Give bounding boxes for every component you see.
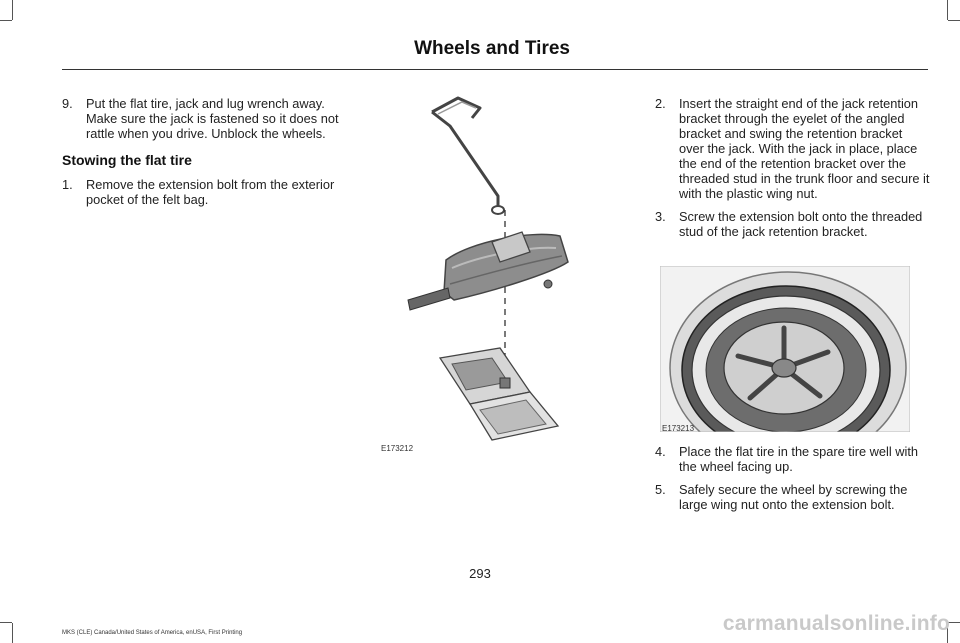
crop-mark-bottom-right-v <box>947 623 948 643</box>
jack-assembly-figure <box>380 92 635 458</box>
crop-mark-bottom-left-h <box>0 622 12 623</box>
crop-mark-top-left-h <box>0 20 12 21</box>
item-text: Place the flat tire in the spare tire we… <box>679 444 918 474</box>
footer-text: MKS (CLE) Canada/United States of Americ… <box>62 630 243 636</box>
spare-tire-figure <box>659 265 911 465</box>
item-text: Insert the straight end of the jack rete… <box>679 96 930 201</box>
page-number: 293 <box>469 566 491 581</box>
list-item: 4. Place the flat tire in the spare tire… <box>655 444 930 474</box>
item-number: 2. <box>655 96 666 111</box>
list-item: 5. Safely secure the wheel by screwing t… <box>655 482 930 512</box>
crop-mark-top-left-v <box>12 0 13 20</box>
list-item: 9. Put the flat tire, jack and lug wrenc… <box>62 96 342 141</box>
header-divider <box>62 69 928 70</box>
list-item: 1. Remove the extension bolt from the ex… <box>62 177 342 207</box>
item-text: Safely secure the wheel by screwing the … <box>679 482 908 512</box>
right-column-lower: 4. Place the flat tire in the spare tire… <box>655 444 930 520</box>
crop-mark-top-right-v <box>947 0 948 20</box>
item-text: Put the flat tire, jack and lug wrench a… <box>86 96 339 141</box>
item-text: Screw the extension bolt onto the thread… <box>679 209 923 239</box>
item-number: 9. <box>62 96 73 111</box>
watermark: carmanualsonline.info <box>722 612 950 635</box>
crop-mark-bottom-left-v <box>12 623 13 643</box>
jack-assembly-illustration <box>407 96 569 441</box>
crop-mark-bottom-right-h <box>948 622 960 623</box>
spare-tire-illustration <box>659 265 911 465</box>
item-number: 5. <box>655 482 666 497</box>
list-item: 2. Insert the straight end of the jack r… <box>655 96 930 201</box>
right-column: 2. Insert the straight end of the jack r… <box>655 96 930 247</box>
item-number: 3. <box>655 209 666 224</box>
left-column: 9. Put the flat tire, jack and lug wrenc… <box>62 96 342 215</box>
crop-mark-top-right-h <box>948 20 960 21</box>
item-number: 4. <box>655 444 666 459</box>
figure-code: E173213 <box>662 424 695 433</box>
item-number: 1. <box>62 177 73 192</box>
figure-code: E173212 <box>381 444 414 453</box>
list-item: 3. Screw the extension bolt onto the thr… <box>655 209 930 239</box>
item-text: Remove the extension bolt from the exter… <box>86 177 335 207</box>
section-heading: Stowing the flat tire <box>62 152 192 168</box>
page-title: Wheels and Tires <box>414 38 570 59</box>
